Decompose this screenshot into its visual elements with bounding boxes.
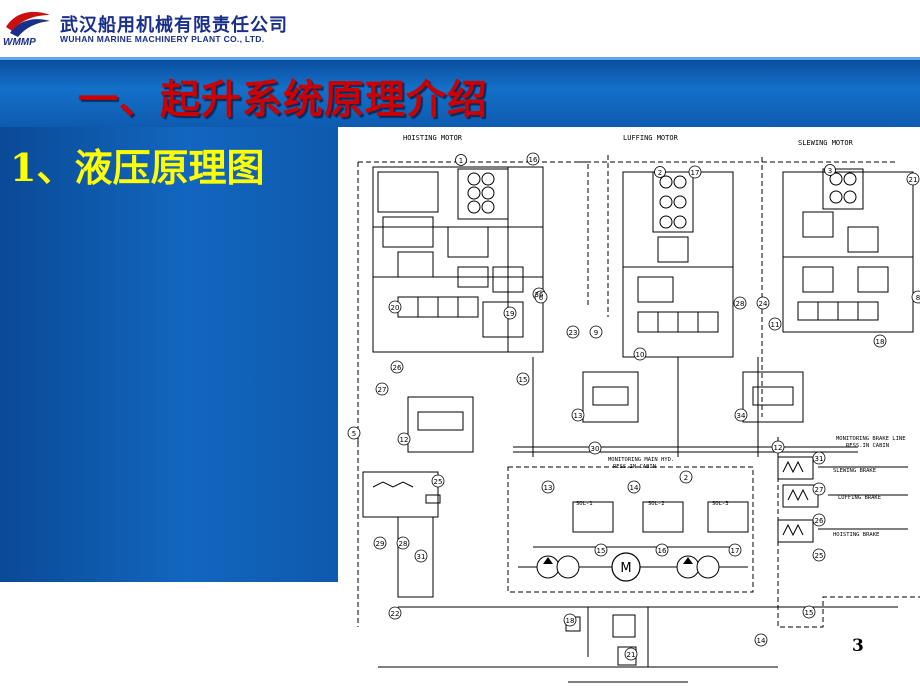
monitor-brake-line-label-2: RESS.IN CABIN [846, 443, 889, 449]
schematic-drawing: M HOISTING MOTOR LUFFING MOTOR SLEWING M… [347, 134, 920, 683]
slewing-motor-label: SLEWING MOTOR [798, 139, 854, 147]
tag-17: 17 [691, 169, 700, 177]
title-band-highlight [0, 57, 920, 60]
tag-36: 36 [535, 291, 544, 299]
company-name-chinese: 武汉船用机械有限责任公司 [60, 15, 288, 36]
tag-29: 29 [376, 540, 385, 548]
tag-12-hoist: 12 [400, 436, 409, 444]
tag-18: 18 [876, 338, 885, 346]
tag-25-brake: 25 [815, 552, 824, 560]
page-number: 3 [852, 636, 864, 656]
hoisting-brake-label: HOISTING BRAKE [833, 532, 879, 538]
company-name-english: WUHAN MARINE MACHINERY PLANT CO., LTD. [60, 34, 265, 44]
monitor-main-hyd-label-2: RESS.IN CABIN [613, 464, 656, 470]
tag-31-brake: 31 [815, 455, 824, 463]
tag-5: 5 [352, 430, 356, 438]
left-panel: 1、液压原理图 [0, 127, 338, 582]
tag-34: 34 [737, 412, 746, 420]
tag-28: 28 [736, 300, 745, 308]
tag-26: 26 [393, 364, 402, 372]
company-logo-icon [6, 11, 50, 37]
tag-20: 20 [391, 304, 400, 312]
tag-22: 22 [391, 610, 400, 618]
tag-14-pump: 14 [630, 484, 639, 492]
tag-16-pump: 16 [658, 547, 667, 555]
tag-9: 9 [594, 329, 598, 337]
tag-2-pump: 2 [684, 474, 688, 482]
monitor-main-hyd-label: MONITORING MAIN HYD. [608, 457, 674, 463]
header: WMMP 武汉船用机械有限责任公司 WUHAN MARINE MACHINERY… [0, 0, 920, 57]
tag-2: 2 [658, 169, 662, 177]
tag-23: 23 [569, 329, 578, 337]
tag-13-pump: 13 [544, 484, 553, 492]
tag-30: 30 [591, 445, 600, 453]
tag-26-brake: 26 [815, 517, 824, 525]
tag-15-pump: 15 [597, 547, 606, 555]
tag-1: 1 [459, 157, 463, 165]
slide-title: 一、起升系统原理介绍 [78, 77, 488, 123]
tag-12: 12 [774, 444, 783, 452]
hoisting-motor-label: HOISTING MOTOR [403, 134, 463, 142]
tag-16: 16 [529, 156, 538, 164]
tag-15-mid: 15 [519, 376, 528, 384]
hydraulic-schematic: M HOISTING MOTOR LUFFING MOTOR SLEWING M… [338, 127, 920, 690]
logo-abbreviation: WMMP [3, 37, 36, 48]
tag-10: 10 [636, 351, 645, 359]
tag-21-filter: 21 [627, 651, 636, 659]
tag-25-tank: 25 [434, 478, 443, 486]
tag-31: 31 [417, 553, 426, 561]
tag-13: 13 [574, 412, 583, 420]
tag-19: 19 [506, 310, 515, 318]
tag-6: 6 [539, 294, 544, 302]
sol-1-label: SOL-1 [576, 501, 593, 507]
tag-18-filter: 18 [566, 617, 575, 625]
tag-21: 21 [909, 176, 918, 184]
slewing-brake-label: SLEWING BRAKE [833, 468, 876, 474]
tag-27: 27 [378, 386, 387, 394]
tag-8: 8 [916, 294, 920, 302]
luffing-motor-label: LUFFING MOTOR [623, 134, 679, 142]
tag-24: 24 [759, 300, 768, 308]
tag-28-tank: 28 [399, 540, 408, 548]
tag-15: 15 [805, 609, 814, 617]
slide-subtitle: 1、液压原理图 [10, 145, 265, 190]
tag-27-brake: 27 [815, 486, 824, 494]
luffing-brake-label: LUFFING BRAKE [838, 495, 881, 501]
tag-14: 14 [757, 637, 766, 645]
tag-3: 3 [828, 167, 832, 175]
tag-11: 11 [771, 321, 780, 329]
sol-3-label: SOL-3 [712, 501, 729, 507]
electric-motor-symbol: M [620, 561, 631, 576]
monitor-brake-line-label: MONITORING BRAKE LINE [836, 436, 906, 442]
sol-2-label: SOL-2 [648, 501, 665, 507]
tag-17-pump: 17 [731, 547, 740, 555]
title-band: 一、起升系统原理介绍 [0, 57, 920, 127]
